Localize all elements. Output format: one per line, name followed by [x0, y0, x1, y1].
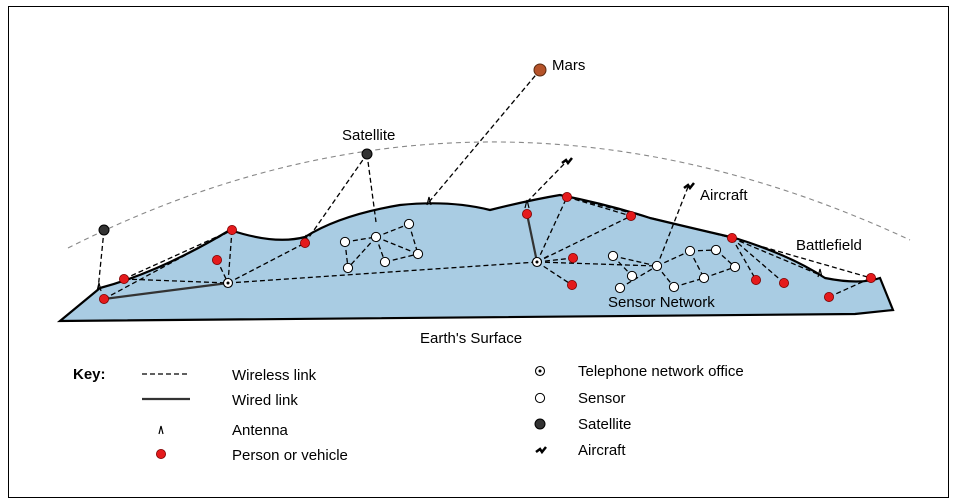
label-earth-surface: Earth's Surface: [420, 330, 522, 347]
aircraft-icon: [683, 182, 695, 191]
satellite-icon: [98, 224, 110, 236]
label-mars: Mars: [552, 57, 585, 74]
legend-telephone-label: Telephone network office: [578, 363, 744, 380]
person-or-vehicle-markers: [99, 191, 877, 304]
legend: Key: Wireless link Wired link Antenna Pe…: [73, 363, 744, 464]
telephone-office-icon: [222, 256, 543, 289]
antenna-icon: [158, 425, 164, 435]
mars-icon: [533, 63, 547, 77]
satellite-icon: [534, 418, 546, 430]
aircraft-icon: [561, 157, 573, 166]
sensor-nodes: [339, 218, 741, 294]
wired-link: [525, 213, 539, 263]
legend-title: Key:: [73, 366, 106, 383]
legend-person-label: Person or vehicle: [232, 447, 348, 464]
legend-sensor-label: Sensor: [578, 390, 626, 407]
label-satellite: Satellite: [342, 127, 395, 144]
legend-antenna-label: Antenna: [232, 422, 289, 439]
legend-aircraft-label: Aircraft: [578, 442, 626, 459]
satellite-icon: [361, 148, 373, 160]
diagram-frame: [8, 6, 949, 498]
aircraft-icon: [535, 446, 547, 455]
label-sensor-network: Sensor Network: [608, 294, 715, 311]
label-aircraft: Aircraft: [700, 187, 748, 204]
orbit-arc: [67, 141, 911, 249]
wireless-links: [97, 69, 872, 300]
legend-person-swatch: [155, 448, 166, 459]
legend-wired-label: Wired link: [232, 392, 298, 409]
legend-satellite-label: Satellite: [578, 416, 631, 433]
legend-wireless-label: Wireless link: [232, 367, 317, 384]
earth-surface: [56, 193, 895, 323]
label-battlefield: Battlefield: [796, 237, 862, 254]
wired-link: [103, 281, 229, 301]
legend-sensor-swatch: [534, 392, 546, 404]
